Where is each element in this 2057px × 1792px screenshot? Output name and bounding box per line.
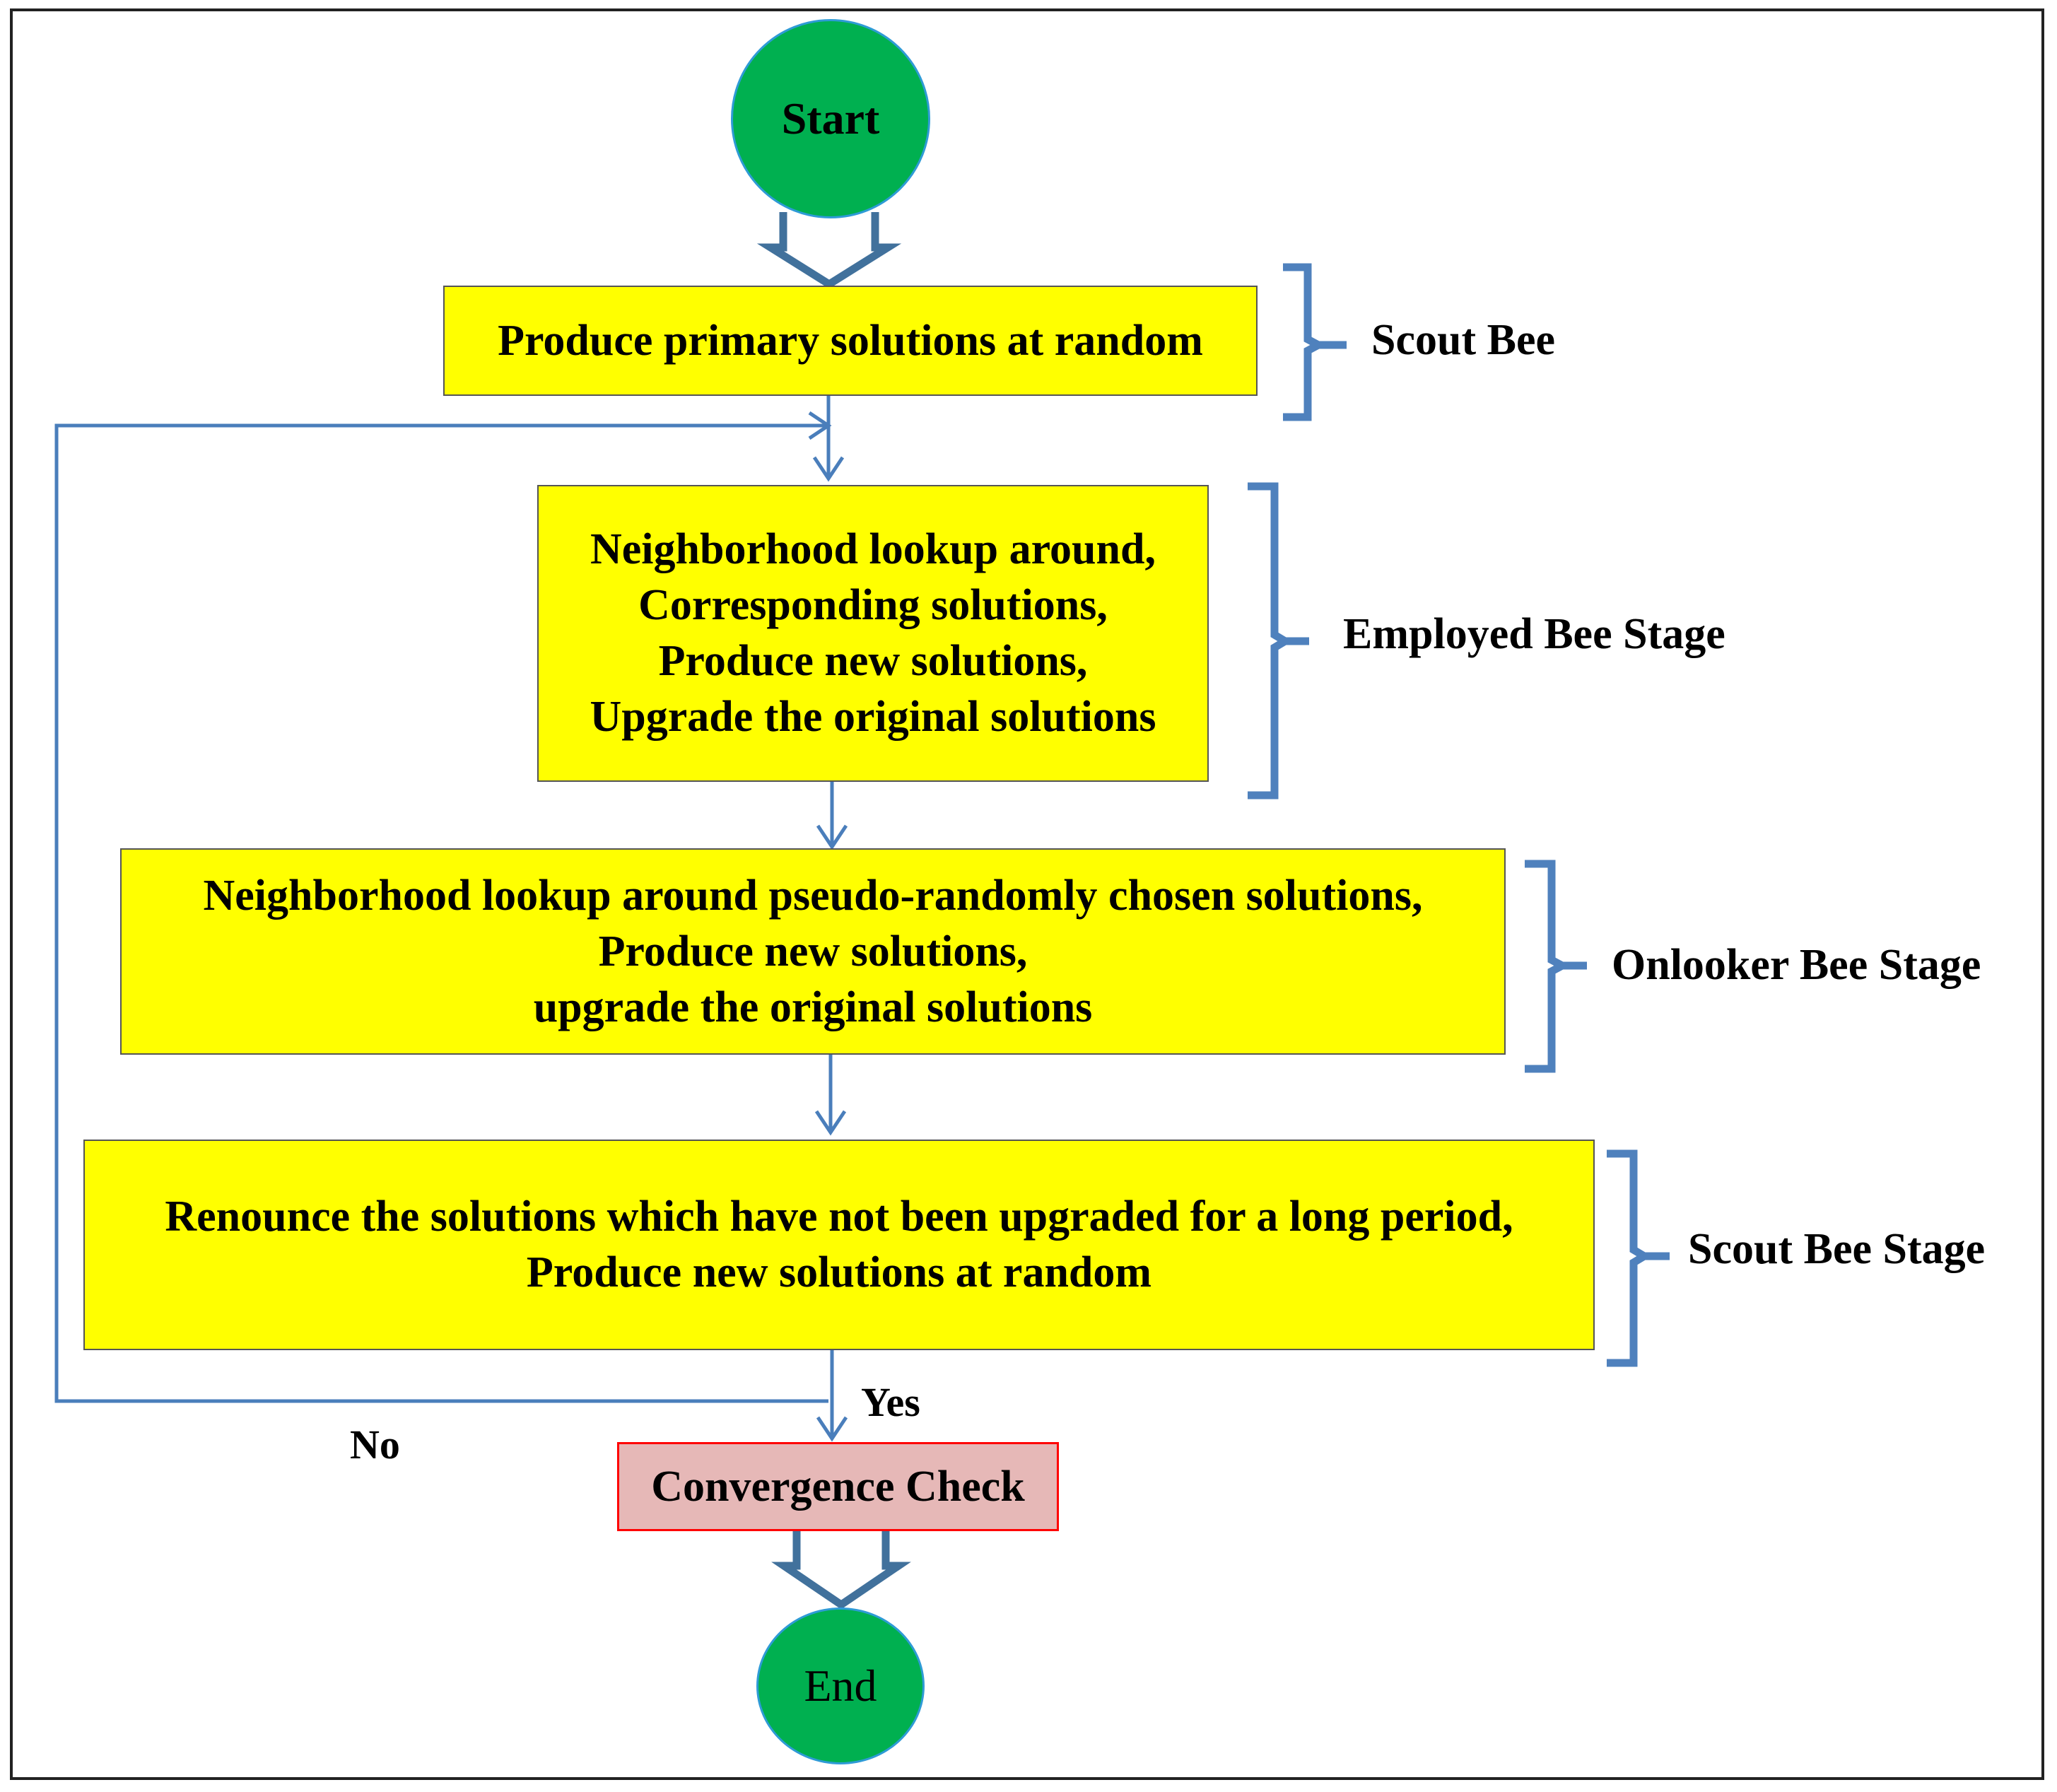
onlooker-box: Neighborhood lookup around pseudo-random… — [120, 848, 1506, 1055]
arrow-head-scout — [814, 1110, 847, 1136]
employed-line: Corresponding solutions, — [638, 581, 1108, 629]
stage-label-scout-bee: Scout Bee — [1371, 316, 1556, 364]
employed-box: Neighborhood lookup around, Correspondin… — [537, 485, 1209, 782]
start-node: Start — [731, 19, 930, 218]
employed-line: Neighborhood lookup around, — [590, 525, 1156, 573]
onlooker-line: upgrade the original solutions — [533, 983, 1093, 1031]
bracket-onlooker — [1525, 860, 1587, 1073]
arrow-head-employed — [812, 456, 845, 482]
end-label: End — [804, 1661, 877, 1711]
onlooker-line: Neighborhood lookup around pseudo-random… — [203, 871, 1423, 920]
edge-label-yes: Yes — [861, 1379, 920, 1425]
end-node: End — [756, 1607, 925, 1764]
convergence-check-label: Convergence Check — [651, 1462, 1025, 1511]
employed-line: Upgrade the original solutions — [590, 693, 1156, 741]
start-block-arrow-outline — [756, 212, 902, 289]
edge-label-no: No — [350, 1422, 400, 1468]
bracket-scout-stage — [1607, 1149, 1670, 1367]
loop-back-arrowhead — [808, 411, 832, 440]
stage-label-scout-stage: Scout Bee Stage — [1688, 1225, 1986, 1273]
stage-label-onlooker: Onlooker Bee Stage — [1612, 941, 1981, 989]
employed-line: Produce new solutions, — [658, 637, 1088, 685]
bracket-scout-bee — [1283, 263, 1347, 421]
diagram-frame — [10, 8, 2044, 1780]
scout-line: Produce new solutions at random — [526, 1248, 1152, 1296]
scout-line: Renounce the solutions which have not be… — [165, 1193, 1513, 1241]
start-label: Start — [781, 93, 880, 144]
onlooker-line: Produce new solutions, — [598, 927, 1028, 976]
end-block-arrow-outline — [771, 1530, 911, 1610]
init-box: Produce primary solutions at random — [443, 286, 1258, 396]
stage-label-employed: Employed Bee Stage — [1343, 610, 1725, 658]
arrow-head-check — [816, 1416, 848, 1442]
loop-back-line — [54, 423, 828, 1403]
init-line: Produce primary solutions at random — [498, 316, 1203, 365]
convergence-check-box: Convergence Check — [617, 1442, 1059, 1531]
arrow-head-onlooker — [816, 824, 848, 850]
scout-box: Renounce the solutions which have not be… — [83, 1140, 1595, 1350]
bracket-employed — [1248, 482, 1309, 800]
